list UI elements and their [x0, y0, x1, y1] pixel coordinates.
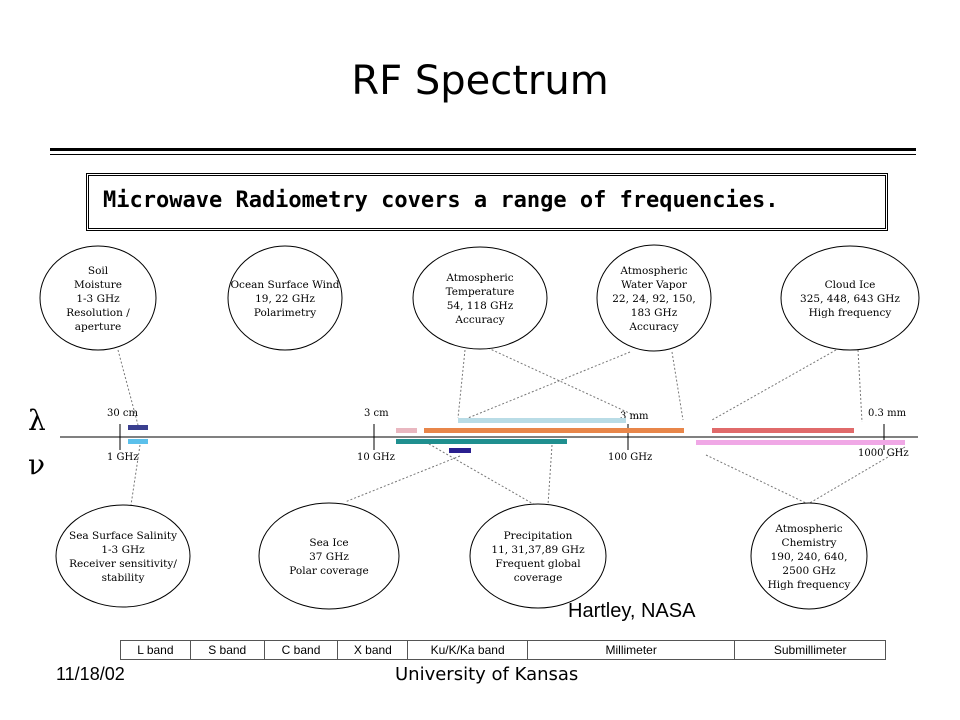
ellipse-label-line: Accuracy — [454, 314, 504, 326]
wavelength-label: 30 cm — [107, 408, 139, 419]
ellipse-label-line: Polarimetry — [254, 307, 316, 319]
ellipse-label-line: Resolution / — [66, 307, 130, 319]
band-bar-sea-ice — [396, 439, 567, 444]
band-cell-s: S band — [191, 641, 265, 659]
ellipse-label-line: Water Vapor — [621, 279, 688, 291]
band-cell-x: X band — [338, 641, 409, 659]
band-bar-precipitation — [449, 448, 471, 453]
ellipse-label-line: 1-3 GHz — [101, 544, 145, 556]
ellipse-label-line: Temperature — [446, 286, 515, 298]
leader-line — [457, 349, 466, 419]
band-cell-ku-k-ka: Ku/K/Ka band — [408, 641, 528, 659]
banner-box: Microwave Radiometry covers a range of f… — [86, 173, 888, 231]
leader-line — [117, 349, 139, 426]
ellipse-label-line: Frequent global — [495, 558, 581, 570]
frequency-label: 100 GHz — [608, 452, 652, 463]
ellipse-label-line: 183 GHz — [631, 307, 678, 319]
ellipse-label-line: Cloud Ice — [825, 279, 876, 291]
footer-date: 11/18/02 — [56, 664, 125, 684]
band-bar-chemistry — [696, 440, 905, 445]
ellipse-water-vapor — [596, 244, 712, 352]
ellipse-label-line: 1-3 GHz — [76, 293, 120, 305]
ellipse-chemistry — [750, 502, 868, 610]
band-bar-salinity — [128, 439, 148, 444]
ellipse-label-line: 19, 22 GHz — [255, 293, 315, 305]
ellipse-label-line: High frequency — [809, 307, 892, 319]
ellipse-salinity — [55, 504, 191, 608]
ellipse-label-line: 11, 31,37,89 GHz — [491, 544, 585, 556]
ellipse-label-line: 2500 GHz — [782, 565, 836, 577]
band-bar-water-vapor — [424, 428, 684, 433]
ellipse-label-line: Sea Surface Salinity — [69, 530, 177, 542]
band-cell-l: L band — [121, 641, 191, 659]
leader-line — [705, 454, 809, 505]
frequency-label: 10 GHz — [357, 452, 395, 463]
leader-line — [421, 439, 536, 506]
ellipse-label-line: 22, 24, 92, 150, — [612, 293, 696, 305]
ellipse-label-line: Chemistry — [782, 537, 837, 549]
ellipse-label-line: Accuracy — [628, 321, 678, 333]
band-table: L band S band C band X band Ku/K/Ka band… — [120, 640, 886, 660]
ellipse-label-line: coverage — [514, 572, 563, 584]
nu-symbol: ν — [28, 448, 45, 481]
band-cell-millimeter: Millimeter — [528, 641, 736, 659]
band-bar-vapor-upper — [458, 418, 626, 423]
ellipse-sea-ice — [258, 502, 400, 610]
title-rule-thin — [50, 154, 916, 155]
title-rule-thick — [50, 148, 916, 151]
frequency-label: 1 GHz — [107, 452, 139, 463]
ellipse-label-line: Atmospheric — [774, 523, 842, 535]
ellipse-label-line: 37 GHz — [309, 551, 349, 563]
ellipse-label-line: Ocean Surface Wind — [230, 279, 339, 291]
footer-institution: University of Kansas — [395, 664, 579, 685]
lambda-symbol: λ — [28, 404, 46, 437]
credit-text: Hartley, NASA — [568, 600, 696, 622]
leader-line — [547, 444, 553, 506]
ellipse-atm-temperature — [412, 246, 548, 350]
leader-line — [467, 351, 631, 419]
ellipse-label-line: Polar coverage — [289, 565, 369, 577]
banner-text: Microwave Radiometry covers a range of f… — [103, 188, 779, 213]
slide-title: RF Spectrum — [351, 58, 609, 104]
ellipse-label-line: 190, 240, 640, — [771, 551, 848, 563]
band-cell-c: C band — [265, 641, 339, 659]
band-bar-temperature — [396, 428, 417, 433]
ellipse-label-line: Sea Ice — [309, 537, 348, 549]
ellipse-label-line: Precipitation — [504, 530, 573, 542]
ellipse-label-line: 54, 118 GHz — [447, 300, 514, 312]
ellipse-cloud-ice — [780, 245, 920, 351]
leader-line — [671, 351, 684, 421]
band-bar-soil-moisture — [128, 425, 148, 430]
wavelength-label: 3 mm — [620, 411, 649, 422]
frequency-label: 1000 GHz — [858, 448, 909, 459]
leader-line — [487, 347, 641, 419]
ellipse-label-line: Moisture — [74, 279, 122, 291]
wavelength-label: 0.3 mm — [868, 408, 907, 419]
leader-line — [711, 349, 837, 421]
wavelength-label: 3 cm — [364, 408, 389, 419]
band-bar-cloud-ice — [712, 428, 854, 433]
band-cell-submillimeter: Submillimeter — [773, 643, 847, 657]
ellipse-soil-moisture — [39, 245, 157, 351]
ellipse-label-line: stability — [102, 572, 145, 584]
ellipse-label-line: Receiver sensitivity/ — [69, 558, 177, 570]
ellipse-ocean-wind — [227, 245, 343, 351]
ellipse-label-line: aperture — [75, 321, 121, 333]
ellipse-precipitation — [469, 503, 607, 609]
ellipse-label-line: High frequency — [768, 579, 851, 591]
ellipse-label-line: Soil — [88, 265, 109, 277]
leader-line — [344, 455, 461, 503]
ellipse-label-line: 325, 448, 643 GHz — [800, 293, 900, 305]
ellipse-label-line: Atmospheric — [445, 272, 513, 284]
ellipse-label-line: Atmospheric — [619, 265, 687, 277]
leader-line — [857, 349, 863, 423]
leader-line — [807, 446, 906, 505]
